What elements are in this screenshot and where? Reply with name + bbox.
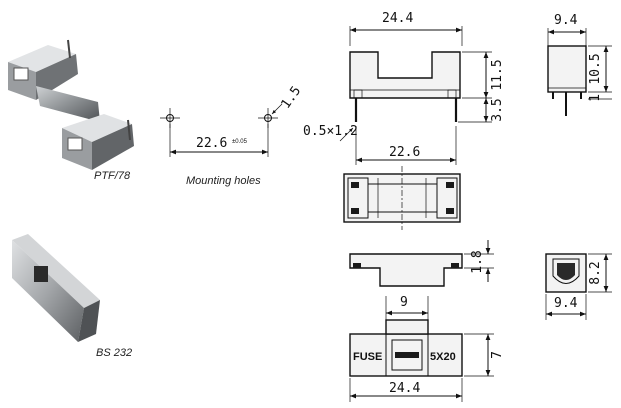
product-photo-bs232	[12, 234, 100, 342]
mounting-caption: Mounting holes	[186, 175, 261, 187]
cover-front-drawing	[349, 240, 494, 287]
hole-diameter-label: 1.5	[278, 84, 304, 112]
pin-length-label: 3.5	[490, 98, 505, 121]
cover-side-height-label: 8.2	[588, 261, 603, 284]
side-width-label: 9.4	[554, 13, 578, 28]
label-view-drawing	[349, 296, 494, 402]
caption-bs232: BS 232	[96, 347, 132, 359]
side-height-label: 10.5	[588, 53, 603, 84]
cover-side-drawing	[545, 253, 612, 320]
label-height-label: 7	[490, 351, 505, 359]
front-width-label: 24.4	[382, 11, 413, 26]
cover-height-label: 1.8	[470, 250, 485, 273]
top-view-drawing	[343, 166, 461, 230]
mounting-holes-diagram	[160, 103, 283, 157]
label-text-size: 5X20	[430, 351, 456, 363]
front-view-drawing	[339, 26, 492, 165]
side-view-drawing	[547, 28, 612, 116]
label-window-width-label: 9	[400, 295, 408, 310]
mounting-tolerance-label: ±0.05	[232, 139, 248, 145]
pin-spacing-label: 22.6	[389, 145, 420, 160]
product-photo-ptf78	[8, 39, 134, 170]
cover-side-width-label: 9.4	[554, 296, 578, 311]
caption-ptf78: PTF/78	[94, 170, 131, 182]
side-base-label: 1	[588, 94, 603, 102]
front-height-label: 11.5	[490, 59, 505, 90]
mounting-spacing-label: 22.6	[196, 136, 227, 151]
label-text-fuse: FUSE	[353, 351, 382, 363]
label-width-label: 24.4	[389, 381, 420, 396]
pin-section-label: 0.5×1.2	[303, 124, 358, 139]
